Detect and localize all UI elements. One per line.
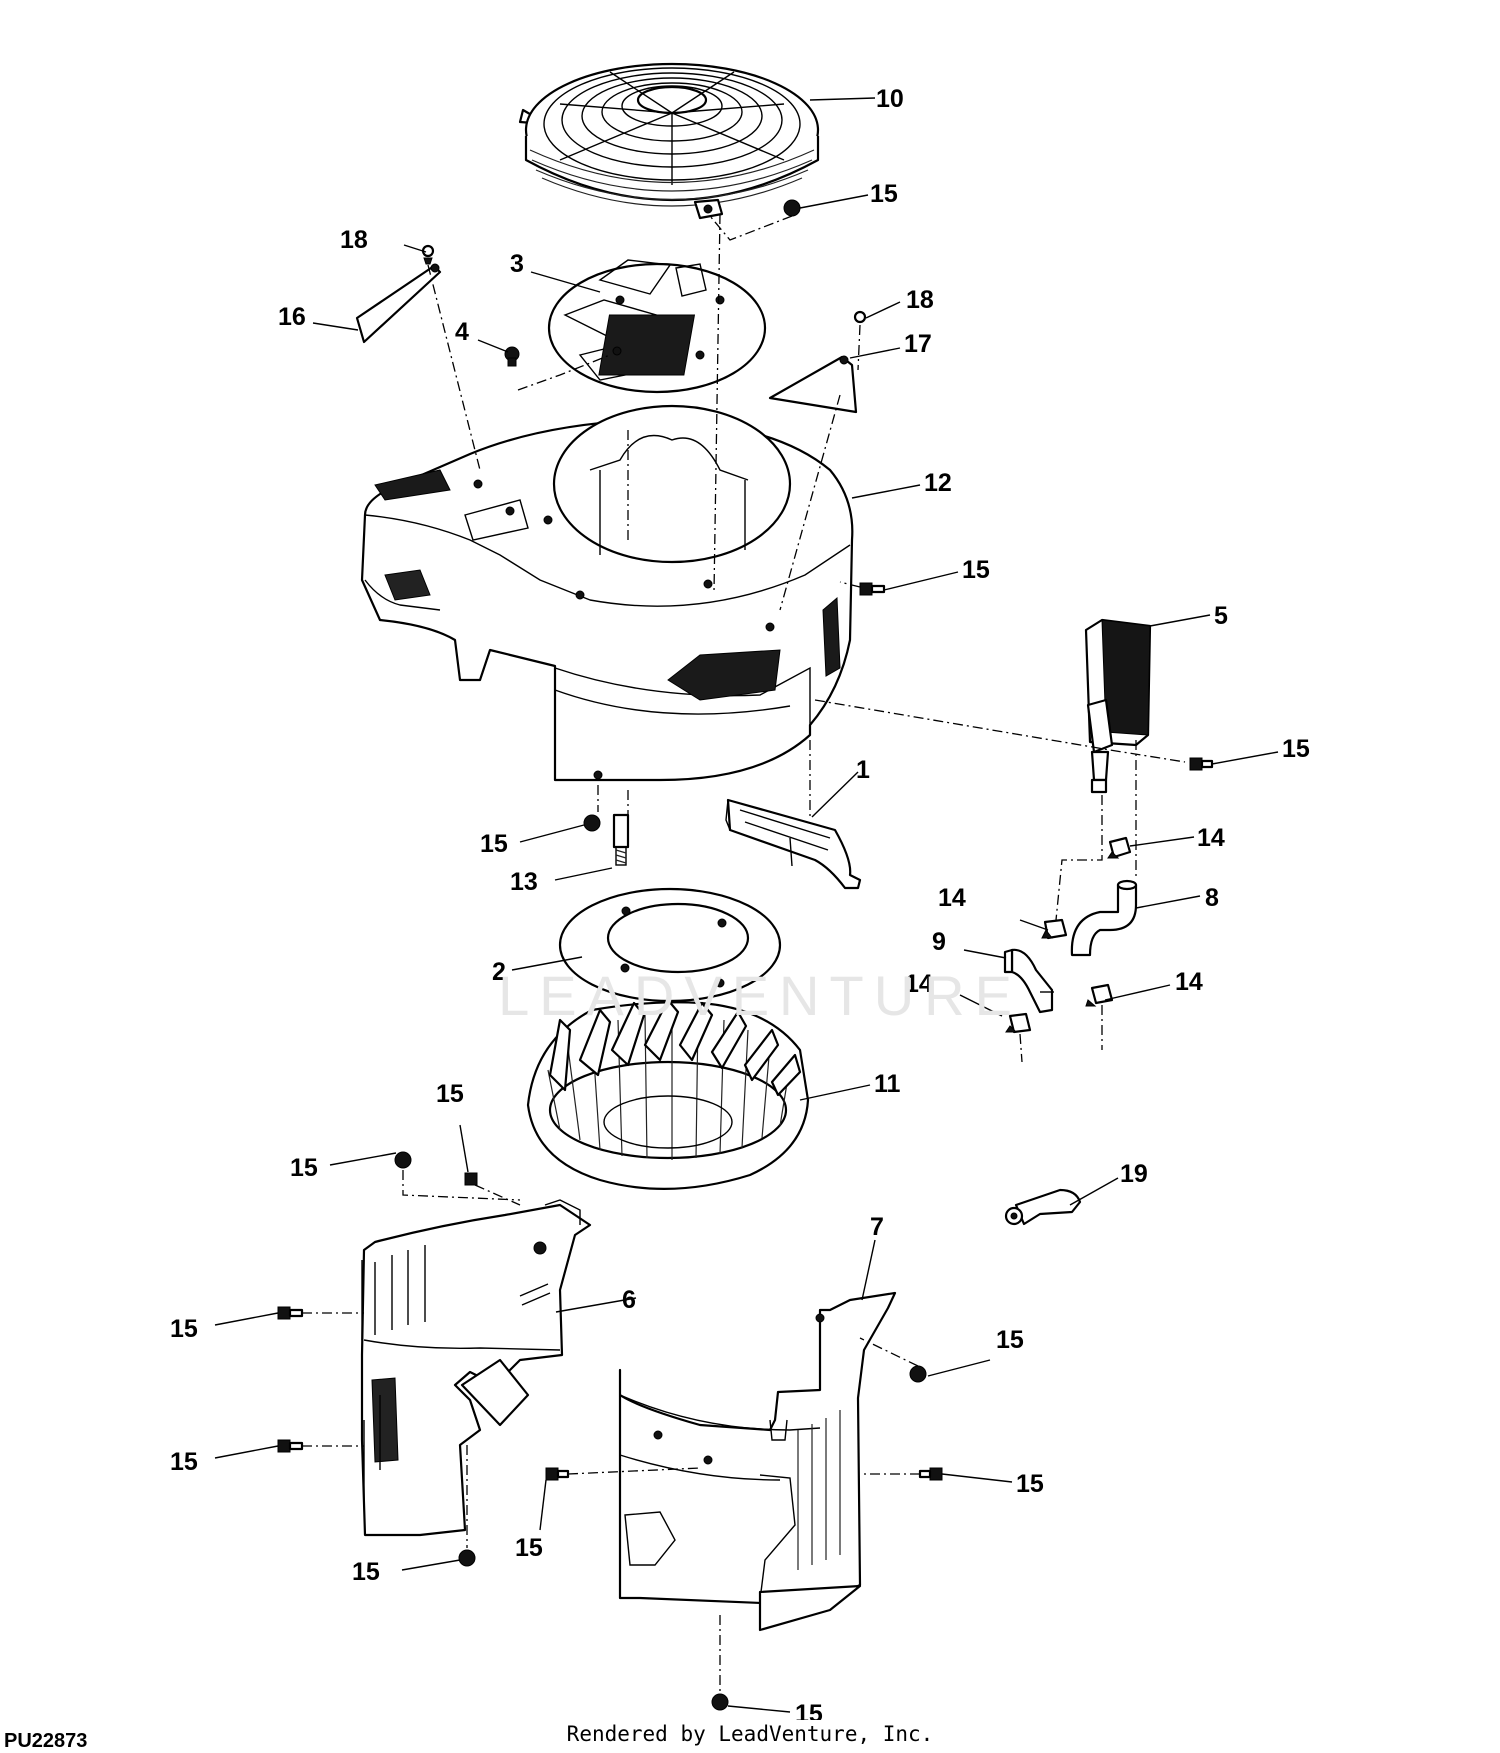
part-15-bolt-left-top: [464, 1172, 478, 1186]
part-7-right-shroud: [618, 1291, 897, 1632]
callout-1: 1: [856, 756, 870, 784]
part-2-mounting-plate: [558, 887, 782, 1003]
callout-3: 3: [510, 250, 524, 278]
callout-15: 15: [352, 1558, 380, 1586]
part-3-flywheel-screen: [547, 259, 767, 394]
part-18-screw-right: [853, 310, 867, 324]
part-15-bolt-right-side: [918, 1467, 943, 1481]
part-18-screw-left: [421, 244, 435, 265]
part-15-nut-top: [783, 199, 801, 217]
part-11-cooling-fan: [526, 998, 810, 1190]
callout-18: 18: [340, 226, 368, 254]
callout-10: 10: [876, 85, 904, 113]
callout-11: 11: [874, 1070, 901, 1098]
callout-15: 15: [962, 556, 990, 584]
part-15-bolt-left-low: [277, 1439, 304, 1453]
callout-13: 13: [510, 868, 538, 896]
part-15-nut-left-top: [394, 1151, 412, 1169]
part-15-bolt-left-mid: [277, 1306, 304, 1320]
callout-19: 19: [1120, 1160, 1148, 1188]
callout-15: 15: [795, 1700, 823, 1720]
callout-4: 4: [455, 318, 469, 346]
part-14-clamp-c: [1085, 983, 1114, 1007]
callout-15: 15: [870, 180, 898, 208]
callout-labels: 10 15 18 3 16 4 18 17 12 15 5 15 1 15 13…: [170, 85, 1310, 1720]
callout-7: 7: [870, 1213, 884, 1241]
part-15-nut-left-bottom: [458, 1549, 476, 1567]
callout-15: 15: [170, 1315, 198, 1343]
callout-15: 15: [436, 1080, 464, 1108]
callout-5: 5: [1214, 602, 1228, 630]
callout-8: 8: [1205, 884, 1219, 912]
part-10-grille-screen: [518, 62, 820, 220]
callout-17: 17: [904, 330, 932, 358]
callout-15: 15: [515, 1534, 543, 1562]
part-14-clamp-a: [1107, 836, 1132, 859]
part-19-wire-clip: [1004, 1188, 1082, 1226]
part-8-hose: [1070, 879, 1138, 957]
part-13-stud: [612, 813, 630, 866]
part-17-spacer-right: [768, 355, 858, 414]
render-credit: Rendered by LeadVenture, Inc.: [566, 1722, 934, 1746]
part-6-left-shroud: [360, 1199, 592, 1537]
callout-16: 16: [278, 303, 306, 331]
callout-14: 14: [1197, 824, 1225, 852]
part-9-hose: [1003, 948, 1054, 1014]
part-16-spacer-left: [355, 263, 442, 344]
part-15-bolt-housing: [859, 582, 886, 596]
callout-15: 15: [170, 1448, 198, 1476]
part-5-ignition-module: [1084, 618, 1152, 794]
callout-12: 12: [924, 469, 952, 497]
callout-14: 14: [1175, 968, 1203, 996]
callout-15: 15: [996, 1326, 1024, 1354]
part-4-nut: [504, 346, 520, 367]
callout-14: 14: [938, 884, 966, 912]
callout-2: 2: [492, 958, 506, 986]
callout-14: 14: [905, 970, 933, 998]
callout-15: 15: [290, 1154, 318, 1182]
part-14-clamp-b: [1041, 918, 1068, 940]
part-1-air-baffle: [725, 798, 862, 890]
callout-9: 9: [932, 928, 946, 956]
figure-id: PU22873: [4, 1730, 88, 1752]
part-15-nut-right-top: [909, 1365, 927, 1383]
callout-15: 15: [1282, 735, 1310, 763]
callout-6: 6: [622, 1286, 636, 1314]
callout-18: 18: [906, 286, 934, 314]
callout-15: 15: [1016, 1470, 1044, 1498]
part-15-bolt-center: [545, 1467, 570, 1481]
callout-leaders: [214, 97, 1279, 1713]
assembly-lines: [302, 213, 1186, 1692]
part-15-nut-housing-bottom: [583, 814, 601, 832]
part-15-nut-bottom: [711, 1693, 729, 1711]
part-12-blower-housing: [360, 404, 854, 782]
callout-15: 15: [480, 830, 508, 858]
part-15-bolt-module: [1189, 757, 1214, 771]
part-14-clamp-d: [1005, 1012, 1032, 1034]
